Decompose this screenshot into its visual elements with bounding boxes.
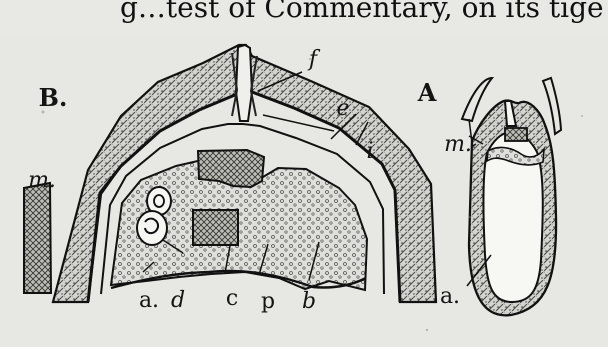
panel-b-lower-cell-mass bbox=[193, 210, 238, 245]
panel-b-left-strip bbox=[24, 183, 51, 293]
panel-b-micropyle-channel bbox=[236, 45, 252, 121]
panel-a-apical-mass bbox=[505, 128, 527, 141]
panel-b-lower-vesicle bbox=[137, 211, 167, 245]
